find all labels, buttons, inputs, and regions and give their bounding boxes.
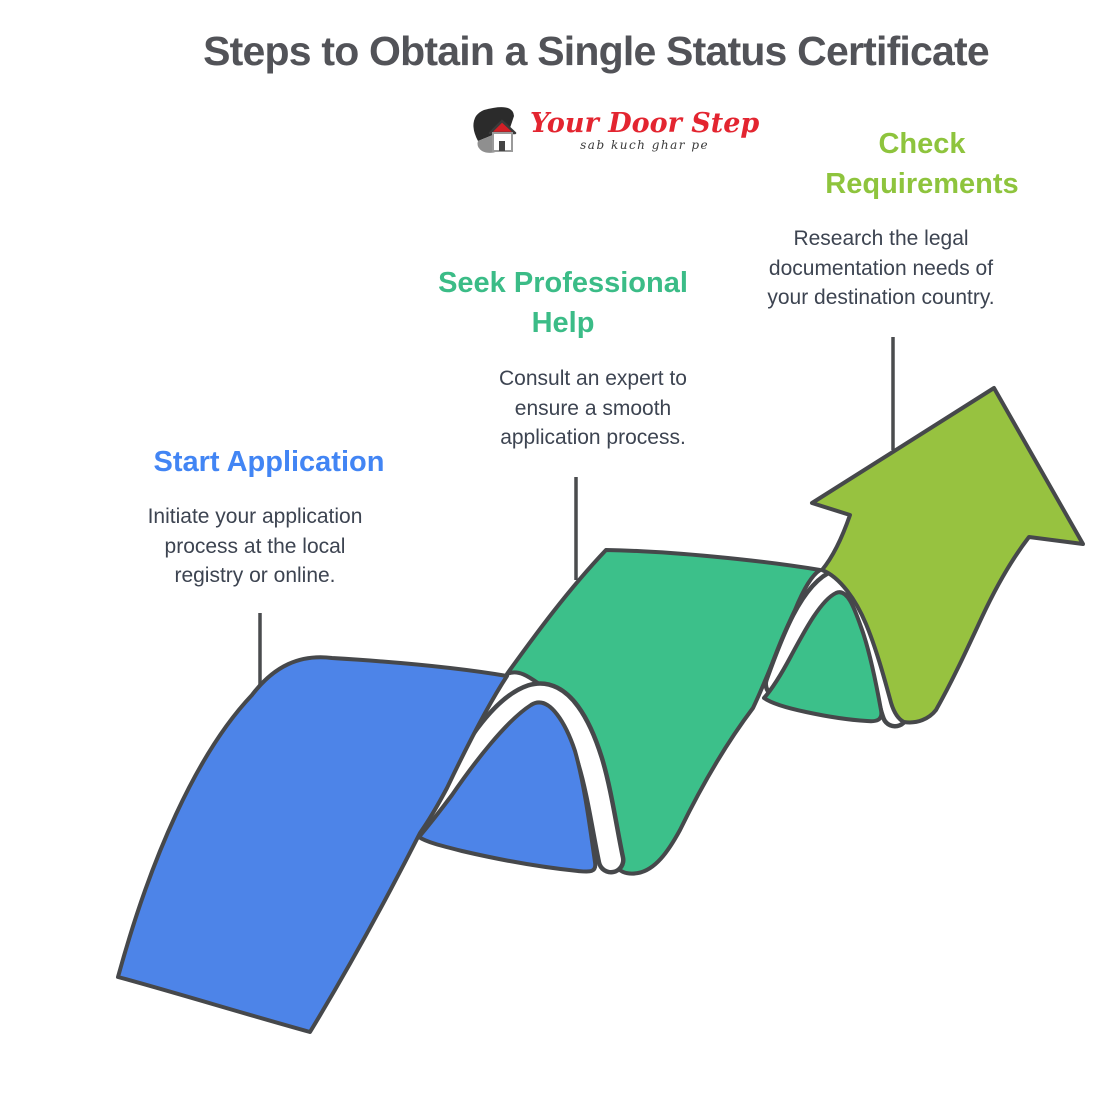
step-2-line-3: application process. [500,426,686,449]
logo-tagline: sab kuch ghar pe [580,138,710,152]
fold-arch-1 [426,685,621,870]
ribbon-green-under-arch [762,590,884,724]
step-2-line-2: ensure a smooth [514,396,672,420]
step-3-line-3: your destination country. [767,286,995,309]
step-1-heading: Start Application [153,446,385,478]
logo-name: Your Door Step [530,108,760,139]
logo: Your Door Step sab kuch ghar pe [468,106,759,165]
ribbon-blue-under-arch [417,700,598,874]
arrow-lime-segment [810,386,1085,725]
step-1-description: Initiate your application process at the… [110,502,400,591]
house-icon [468,106,524,165]
step-2-description: Consult an expert to ensure a smooth app… [448,364,738,453]
step-2-heading: Seek Professional Help [438,267,688,339]
step-1-line-3: registry or online. [174,564,336,587]
logo-text: Your Door Step sab kuch ghar pe [530,108,760,153]
step-3-heading: Check Requirements [825,128,1019,200]
step-3-line-1: Research the legal [793,227,969,250]
step-3-line-2: documentation needs of [768,256,994,280]
step-1-line-1: Initiate your application [147,505,363,528]
ribbon-blue-segment [116,655,509,1034]
step-3-description: Research the legal documentation needs o… [731,224,1031,313]
step-1-line-2: process at the local [164,534,346,558]
ribbon-green-segment [505,548,822,876]
page-title: Steps to Obtain a Single Status Certific… [203,28,990,74]
step-2-line-1: Consult an expert to [499,367,687,390]
